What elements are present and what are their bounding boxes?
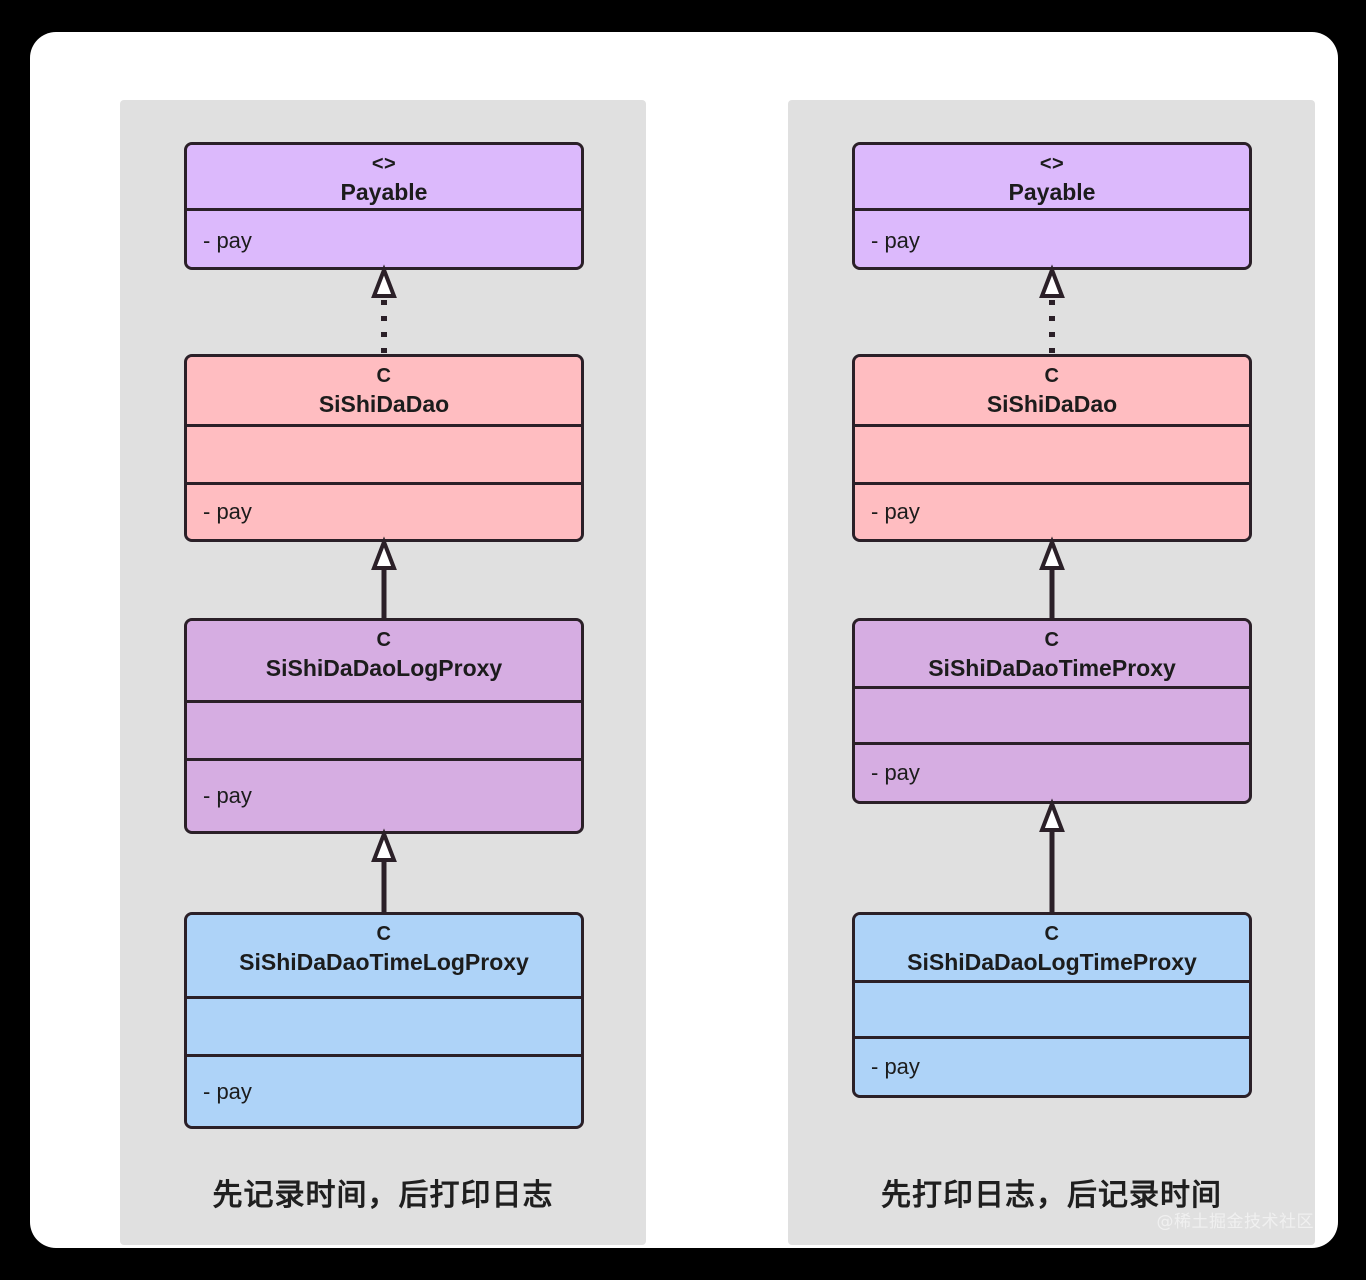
edge-realization-right: [1033, 264, 1073, 354]
uml-stereotype: <>: [371, 153, 397, 175]
uml-method: - pay: [203, 783, 252, 808]
edge-generalization-right-2: [1033, 798, 1073, 912]
watermark: @稀土掘金技术社区: [1156, 1212, 1314, 1232]
uml-method: - pay: [203, 227, 252, 253]
edge-realization-left: [365, 264, 405, 354]
panel-caption-right: 先打印日志，后记录时间: [881, 1178, 1222, 1213]
uml-header: C SiShiDaDaoTimeProxy: [855, 621, 1249, 689]
uml-stereotype: <>: [1039, 153, 1065, 175]
uml-stereotype: C: [1044, 923, 1060, 945]
edge-generalization-left-1: [365, 536, 405, 618]
uml-header: C SiShiDaDao: [187, 357, 581, 427]
uml-methods: - pay: [187, 1057, 581, 1126]
uml-class-name: SiShiDaDaoTimeLogProxy: [239, 949, 529, 975]
uml-attributes: [187, 703, 581, 761]
uml-methods: - pay: [855, 745, 1249, 801]
uml-class-name: SiShiDaDao: [986, 391, 1118, 417]
uml-method: - pay: [203, 1078, 252, 1104]
uml-class-sishidadaologproxy-left[interactable]: C SiShiDaDaoLogProxy - pay: [184, 618, 584, 834]
uml-attributes: [187, 999, 581, 1057]
uml-attributes: [855, 427, 1249, 485]
uml-stereotype: C: [1044, 365, 1060, 387]
uml-method: - pay: [871, 760, 920, 785]
uml-header: C SiShiDaDaoLogProxy: [187, 621, 581, 703]
uml-methods: - pay: [187, 485, 581, 539]
uml-header: <> Payable: [855, 145, 1249, 211]
uml-class-name: SiShiDaDaoTimeProxy: [928, 655, 1176, 681]
panel-caption-left: 先记录时间，后打印日志: [212, 1178, 554, 1213]
uml-attributes: [187, 427, 581, 485]
uml-method: - pay: [871, 1054, 920, 1079]
uml-header: C SiShiDaDaoTimeLogProxy: [187, 915, 581, 999]
uml-header: C SiShiDaDaoLogTimeProxy: [855, 915, 1249, 983]
uml-stereotype: C: [376, 923, 392, 945]
uml-class-payable-left[interactable]: <> Payable - pay: [184, 142, 584, 270]
uml-header: C SiShiDaDao: [855, 357, 1249, 427]
uml-methods: - pay: [187, 761, 581, 831]
uml-method: - pay: [871, 499, 920, 524]
uml-stereotype: C: [376, 365, 392, 387]
uml-class-sishidadaotimeproxy-right[interactable]: C SiShiDaDaoTimeProxy - pay: [852, 618, 1252, 804]
uml-method: - pay: [203, 499, 252, 524]
uml-class-sishidadaotimelogproxy-left[interactable]: C SiShiDaDaoTimeLogProxy - pay: [184, 912, 584, 1129]
edge-generalization-left-2: [365, 828, 405, 912]
uml-class-name: Payable: [340, 179, 428, 205]
diagram-panel-right: <> Payable - pay C SiShiDaDao: [788, 100, 1315, 1245]
uml-methods: - pay: [855, 1039, 1249, 1095]
uml-methods: - pay: [855, 211, 1249, 267]
uml-class-name: Payable: [1008, 179, 1096, 205]
uml-class-sishidadaologtimeproxy-right[interactable]: C SiShiDaDaoLogTimeProxy - pay: [852, 912, 1252, 1098]
uml-methods: - pay: [187, 211, 581, 267]
uml-class-name: SiShiDaDaoLogProxy: [265, 655, 503, 681]
uml-header: <> Payable: [187, 145, 581, 211]
uml-class-payable-right[interactable]: <> Payable - pay: [852, 142, 1252, 270]
uml-class-name: SiShiDaDao: [318, 391, 450, 417]
uml-stereotype: C: [376, 629, 392, 651]
uml-methods: - pay: [855, 485, 1249, 539]
uml-attributes: [855, 983, 1249, 1039]
uml-stereotype: C: [1044, 629, 1060, 651]
uml-class-name: SiShiDaDaoLogTimeProxy: [907, 949, 1197, 975]
uml-class-sishidadao-right[interactable]: C SiShiDaDao - pay: [852, 354, 1252, 542]
diagram-panel-left: <> Payable - pay C SiShiDaDao: [120, 100, 646, 1245]
uml-attributes: [855, 689, 1249, 745]
uml-method: - pay: [871, 227, 920, 253]
uml-class-sishidadao-left[interactable]: C SiShiDaDao - pay: [184, 354, 584, 542]
edge-generalization-right-1: [1033, 536, 1073, 618]
diagram-card: <> Payable - pay C SiShiDaDao: [30, 32, 1338, 1248]
